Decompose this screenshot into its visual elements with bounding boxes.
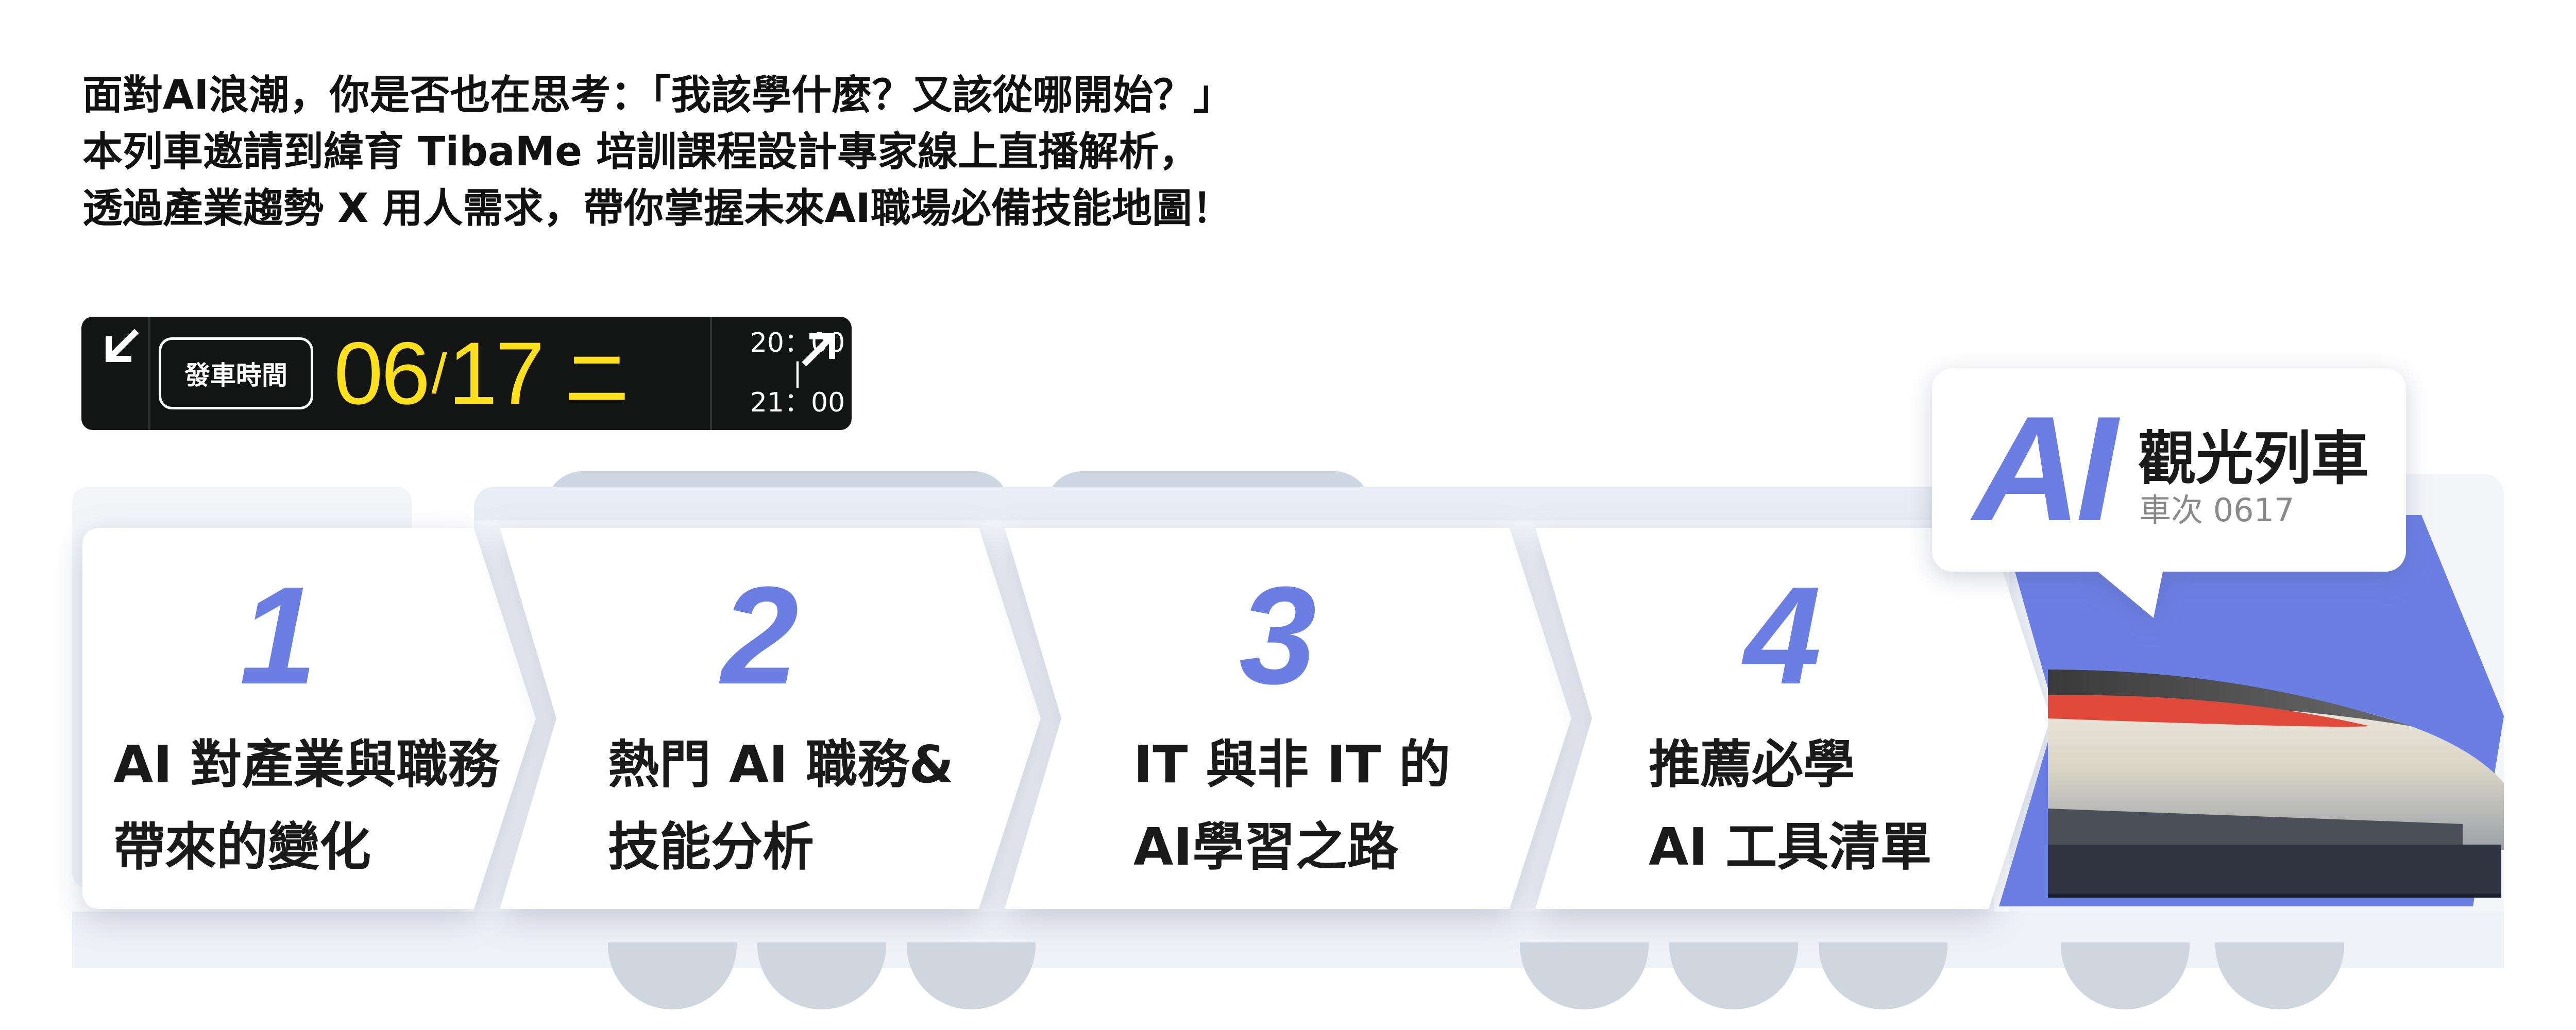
time-end: 21：00: [750, 387, 845, 418]
step-text-line-1: 熱門 AI 職務&: [608, 734, 954, 795]
step-text-line-1: IT 與非 IT 的: [1133, 734, 1451, 795]
step-text: IT 與非 IT 的 AI學習之路: [1133, 724, 1450, 888]
intro-line-2: 本列車邀請到緯育 TibaMe 培訓課程設計專家線上直播解析，: [82, 129, 1199, 175]
departure-label: 發車時間: [159, 337, 313, 409]
intro-text: 面對AI浪潮，你是否也在思考：「我該學什麼？又該從哪開始？」 本列車邀請到緯育 …: [82, 67, 1233, 237]
step-text: 熱門 AI 職務& 技能分析: [608, 724, 954, 888]
step-text-line-2: AI學習之路: [1133, 817, 1399, 877]
step-text: 推薦必學 AI 工具清單: [1649, 724, 1931, 888]
arrow-up-right-icon: [792, 317, 849, 404]
step-text-line-1: AI 對產業與職務: [113, 734, 500, 795]
date-slash: /: [431, 341, 447, 405]
time-dash: |: [793, 357, 802, 388]
step-text-line-2: 技能分析: [608, 817, 814, 877]
train-wheel: [608, 942, 737, 1009]
train-number: 車次 0617: [2139, 491, 2295, 529]
board-divider: [710, 317, 712, 430]
train-wheel: [2061, 942, 2190, 1009]
departure-date: 06 / 17 二: [334, 324, 627, 423]
step-text: AI 對產業與職務 帶來的變化: [113, 724, 499, 888]
train-name-bubble: AI 觀光列車 車次 0617: [1932, 368, 2406, 618]
step-card-3: 3 IT 與非 IT 的 AI學習之路: [1005, 528, 1571, 909]
train-title: 觀光列車: [2138, 425, 2369, 492]
ai-logo: AI: [1973, 385, 2117, 552]
train-wheel: [757, 942, 886, 1009]
step-card-shape: [82, 528, 536, 909]
date-weekday: 二: [566, 345, 627, 414]
train-wheel: [1520, 942, 1649, 1009]
date-day: 17: [448, 324, 545, 423]
train-wheel: [1819, 942, 1947, 1009]
step-number: 2: [721, 558, 799, 713]
step-card-4: 4 推薦必學 AI 工具清單: [1535, 528, 2050, 909]
intro-line-3: 透過產業趨勢 X 用人需求，帶你掌握未來AI職場必備技能地圖！: [82, 185, 1232, 232]
bullet-train-image: [1999, 515, 2504, 906]
train-wheel: [907, 942, 1036, 1009]
step-card-shape: [1005, 528, 1571, 909]
step-text-line-2: 帶來的變化: [113, 817, 371, 877]
step-card-shape: [1535, 528, 2050, 909]
train-wheel: [2215, 942, 2344, 1009]
step-number: 4: [1743, 558, 1822, 713]
intro-line-1: 面對AI浪潮，你是否也在思考：「我該學什麼？又該從哪開始？」: [82, 72, 1234, 118]
step-number: 3: [1239, 558, 1317, 713]
step-card-shape: [500, 528, 1041, 909]
step-card-1: 1 AI 對產業與職務 帶來的變化: [82, 528, 536, 909]
departure-board: 發車時間 06 / 17 二 20：00 | 21：00: [81, 317, 852, 430]
locomotive-panel: [1999, 515, 2504, 917]
step-number: 1: [239, 558, 317, 713]
train-wheel: [1669, 942, 1798, 1009]
bubble-tail: [2092, 566, 2164, 618]
date-month: 06: [334, 324, 430, 423]
step-card-2: 2 熱門 AI 職務& 技能分析: [500, 528, 1041, 909]
arrow-down-left-icon: [92, 317, 148, 404]
step-text-line-2: AI 工具清單: [1649, 817, 1932, 877]
board-divider: [148, 317, 150, 430]
step-text-line-1: 推薦必學: [1649, 734, 1855, 795]
